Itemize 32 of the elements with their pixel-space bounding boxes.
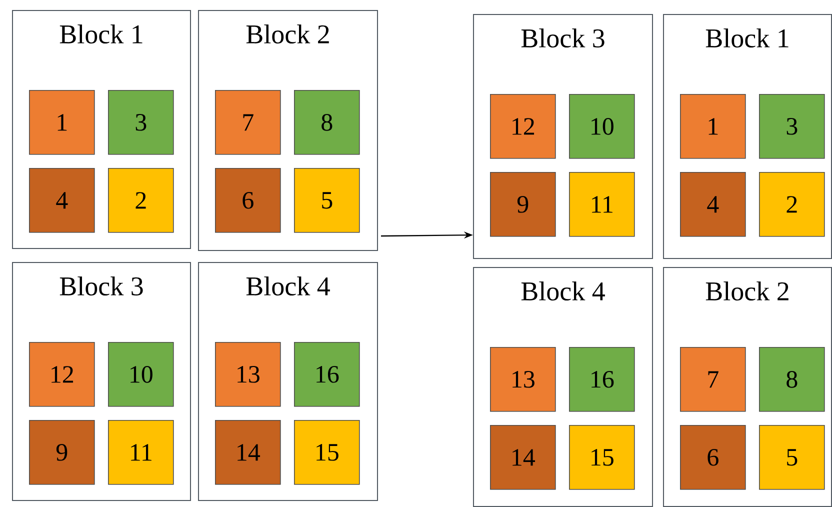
number-square: 16 (569, 347, 635, 412)
number-square: 13 (490, 347, 556, 412)
number-square: 6 (680, 425, 746, 490)
number-square: 13 (215, 342, 281, 407)
number-square: 1 (29, 90, 95, 155)
number-square: 9 (29, 420, 95, 485)
number-square: 14 (490, 425, 556, 490)
number-square: 10 (569, 94, 635, 159)
number-square: 12 (29, 342, 95, 407)
number-square: 3 (108, 90, 174, 155)
number-square: 7 (680, 347, 746, 412)
number-square: 4 (680, 172, 746, 237)
number-square: 2 (108, 168, 174, 233)
number-square: 6 (215, 168, 281, 233)
number-square: 12 (490, 94, 556, 159)
number-square: 15 (569, 425, 635, 490)
number-square: 2 (759, 172, 825, 237)
number-square: 16 (294, 342, 360, 407)
number-square: 14 (215, 420, 281, 485)
number-square: 3 (759, 94, 825, 159)
number-square: 8 (294, 90, 360, 155)
number-square: 15 (294, 420, 360, 485)
number-square: 7 (215, 90, 281, 155)
number-square: 1 (680, 94, 746, 159)
number-square: 10 (108, 342, 174, 407)
number-square: 11 (569, 172, 635, 237)
number-square: 11 (108, 420, 174, 485)
number-square: 8 (759, 347, 825, 412)
number-square: 4 (29, 168, 95, 233)
number-square: 5 (294, 168, 360, 233)
number-square: 9 (490, 172, 556, 237)
number-square: 5 (759, 425, 825, 490)
